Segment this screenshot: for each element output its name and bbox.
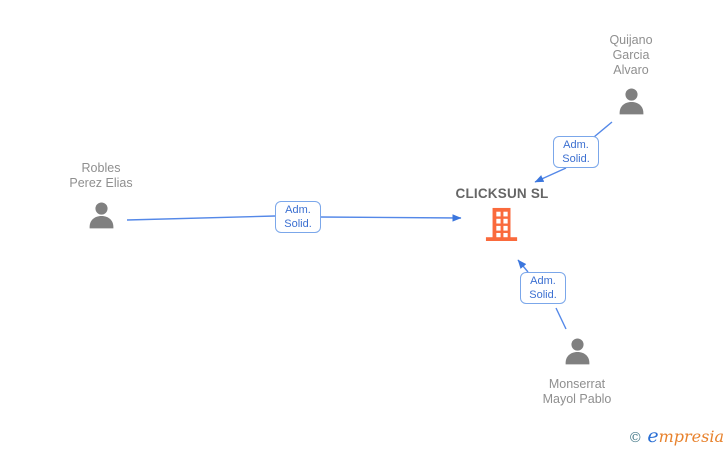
edge-monserrat-arrow <box>517 259 529 273</box>
copyright-icon: © <box>628 430 643 446</box>
edge-label-line: Solid. <box>562 153 590 165</box>
person-name-line: Quijano <box>609 33 653 47</box>
edge-monserrat-segment <box>555 307 567 330</box>
edge-quijano-segment <box>593 121 613 138</box>
person-name-line: Monserrat <box>548 377 606 391</box>
person-icon <box>616 86 647 117</box>
company-name: CLICKSUN SL <box>455 186 549 201</box>
watermark-brand-rest: mpresia <box>658 427 724 446</box>
edge-label-quijano: Adm. Solid. <box>553 136 599 168</box>
person-icon <box>86 200 117 231</box>
building-icon <box>485 205 519 243</box>
company-node: CLICKSUN SL <box>437 186 567 248</box>
edge-label-robles: Adm. Solid. <box>275 201 321 233</box>
watermark-brand-initial: e <box>647 425 659 447</box>
person-node-robles: Robles Perez Elias <box>36 161 166 236</box>
person-node-monserrat: Monserrat Mayol Pablo <box>512 336 642 407</box>
person-name-line: Robles <box>81 161 121 175</box>
edge-robles-arrow <box>318 214 462 222</box>
person-name-line: Alvaro <box>613 63 649 77</box>
edge-quijano-arrow <box>534 167 567 183</box>
person-node-quijano: Quijano Garcia Alvaro <box>566 33 696 122</box>
person-name-line: Perez Elias <box>69 176 133 190</box>
edge-label-line: Adm. <box>285 204 311 216</box>
edge-robles-segment <box>126 215 276 221</box>
edge-label-line: Adm. <box>530 275 556 287</box>
edge-label-line: Solid. <box>284 218 312 230</box>
watermark-empresia: © empresia <box>628 425 724 447</box>
person-icon <box>562 336 593 367</box>
person-name-line: Garcia <box>612 48 650 62</box>
edge-label-line: Adm. <box>563 139 589 151</box>
person-name-line: Mayol Pablo <box>542 392 612 406</box>
edge-label-line: Solid. <box>529 289 557 301</box>
edge-label-monserrat: Adm. Solid. <box>520 272 566 304</box>
